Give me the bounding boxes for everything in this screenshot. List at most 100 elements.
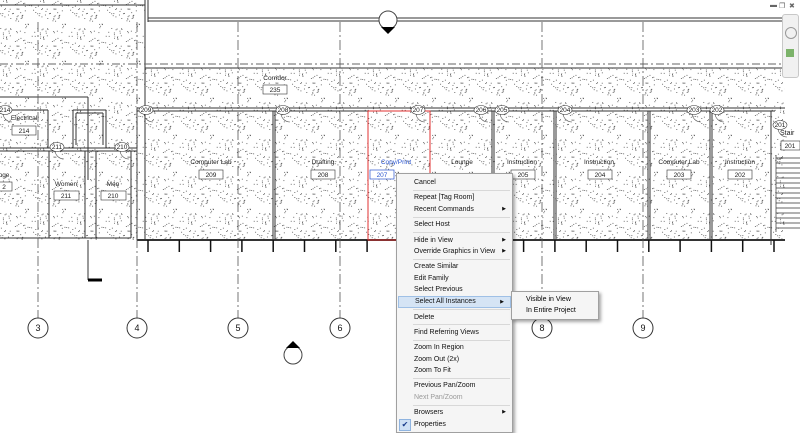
door-number[interactable]: 201: [775, 122, 786, 129]
elevation-marker[interactable]: [283, 341, 303, 365]
door-tag[interactable]: [473, 105, 489, 115]
chevron-right-icon: ▶: [502, 247, 506, 254]
grid-bubble[interactable]: [227, 317, 249, 339]
room-name[interactable]: Women: [55, 181, 78, 188]
door-tag[interactable]: [49, 142, 65, 152]
room-name[interactable]: Drafting: [312, 159, 335, 166]
menu-item-label: Select Host: [414, 221, 450, 229]
grid-bubble[interactable]: [126, 317, 148, 339]
menu-item-properties[interactable]: ✔Properties: [397, 418, 512, 431]
submenu-item-in-entire-project[interactable]: In Entire Project: [526, 307, 576, 315]
door-number[interactable]: 202: [712, 107, 723, 114]
menu-item-create-similar[interactable]: Create Similar: [397, 261, 512, 272]
room-number[interactable]: 235: [270, 87, 281, 94]
door-tag[interactable]: [0, 105, 13, 115]
room-name[interactable]: Computer Lab: [658, 159, 700, 166]
room-number[interactable]: 2: [2, 184, 6, 191]
menu-item-cancel[interactable]: Cancel: [397, 177, 512, 188]
door-number[interactable]: 208: [278, 107, 289, 114]
close-icon[interactable]: ✖: [789, 3, 795, 10]
menu-item-hide-in-view[interactable]: Hide in View▶: [397, 235, 512, 246]
menu-item-next-pan-zoom[interactable]: Next Pan/Zoom: [397, 392, 512, 403]
room-number[interactable]: 209: [206, 172, 217, 179]
menu-item-previous-pan-zoom[interactable]: Previous Pan/Zoom: [397, 380, 512, 391]
room-number[interactable]: 211: [61, 193, 72, 200]
menu-item-override-graphics-in-view[interactable]: Override Graphics in View ▶: [397, 246, 512, 257]
menu-item-label: Select All Instances: [415, 297, 476, 305]
menu-separator: [413, 377, 510, 379]
menu-item-zoom-in-region[interactable]: Zoom In Region: [397, 342, 512, 353]
room-name-selected[interactable]: Copy/Print: [381, 159, 412, 166]
grid-bubble[interactable]: [632, 317, 654, 339]
room-number-selected[interactable]: 207: [377, 172, 388, 179]
room-name[interactable]: Corridor: [263, 75, 287, 82]
menu-item-zoom-out-2x[interactable]: Zoom Out (2x): [397, 354, 512, 365]
door-number[interactable]: 207: [413, 107, 424, 114]
room-number[interactable]: 210: [108, 193, 119, 200]
restore-icon[interactable]: ❐: [779, 3, 786, 10]
room-name[interactable]: Instruction: [725, 159, 755, 166]
menu-item-label: Override Graphics in View: [414, 247, 496, 255]
elevation-marker[interactable]: [378, 10, 398, 34]
room-name[interactable]: Computer Lab: [190, 159, 232, 166]
menu-item-recent-commands[interactable]: Recent Commands▶: [397, 204, 512, 215]
menu-separator: [413, 258, 510, 260]
room-number[interactable]: 202: [735, 172, 746, 179]
door-number[interactable]: 210: [117, 144, 128, 151]
chevron-right-icon: ▶: [502, 205, 506, 212]
door-number[interactable]: 206: [476, 107, 487, 114]
door-tag[interactable]: [494, 105, 510, 115]
submenu-item-visible-in-view[interactable]: Visible in View: [526, 296, 571, 303]
room-name[interactable]: Stair: [780, 130, 795, 137]
room-name[interactable]: Instruction: [507, 159, 537, 166]
menu-item-select-all-instances[interactable]: Select All Instances▶: [398, 295, 511, 308]
door-tag[interactable]: [557, 105, 573, 115]
room-name[interactable]: Men: [107, 181, 120, 188]
room-number[interactable]: 208: [318, 172, 329, 179]
room-number[interactable]: 214: [19, 128, 30, 135]
room-name[interactable]: Electrical: [11, 115, 38, 122]
room-name[interactable]: Lounge: [451, 159, 473, 166]
door-tag[interactable]: [138, 105, 154, 115]
menu-item-zoom-to-fit[interactable]: Zoom To Fit: [397, 365, 512, 376]
room-name[interactable]: Instruction: [584, 159, 614, 166]
menu-item-select-host[interactable]: Select Host: [397, 219, 512, 230]
door-number[interactable]: 209: [141, 107, 152, 114]
menu-item-label: Delete: [414, 313, 435, 321]
menu-item-find-referring-views[interactable]: Find Referring Views: [397, 327, 512, 338]
zoom-icon[interactable]: [786, 49, 794, 57]
chevron-right-icon: ▶: [502, 236, 506, 243]
room-name[interactable]: nge: [0, 172, 10, 179]
grid-bubble[interactable]: [329, 317, 351, 339]
menu-item-label: Zoom Out (2x): [414, 355, 460, 363]
room-number[interactable]: 204: [595, 172, 606, 179]
room-number[interactable]: 205: [518, 172, 529, 179]
room-number[interactable]: 203: [674, 172, 685, 179]
menu-item-repeat-tag-room[interactable]: Repeat [Tag Room]: [397, 192, 512, 203]
menu-item-delete[interactable]: Delete: [397, 312, 512, 323]
steering-wheel-icon[interactable]: [785, 27, 797, 39]
stair-direction: UP: [777, 156, 783, 161]
door-tag[interactable]: [275, 105, 291, 115]
grid-bubble[interactable]: [27, 317, 49, 339]
menu-item-select-previous[interactable]: Select Previous: [397, 284, 512, 295]
door-number[interactable]: 205: [497, 107, 508, 114]
door-number[interactable]: 203: [689, 107, 700, 114]
room-number[interactable]: 201: [785, 143, 796, 150]
door-number[interactable]: 204: [560, 107, 571, 114]
navigation-bar: [782, 14, 799, 78]
door-tag[interactable]: [772, 120, 788, 130]
door-number[interactable]: 211: [52, 144, 63, 151]
door-tag[interactable]: [709, 105, 725, 115]
menu-item-browsers[interactable]: Browsers▶: [397, 407, 512, 418]
door-tag[interactable]: [410, 105, 426, 115]
door-tag[interactable]: [114, 142, 130, 152]
minimize-icon[interactable]: ▬: [770, 2, 777, 9]
menu-item-edit-family[interactable]: Edit Family: [397, 273, 512, 284]
grid-label: 4: [134, 323, 139, 333]
door-tag[interactable]: [686, 105, 702, 115]
check-icon: ✔: [399, 418, 411, 431]
door-number[interactable]: 214: [0, 107, 11, 114]
